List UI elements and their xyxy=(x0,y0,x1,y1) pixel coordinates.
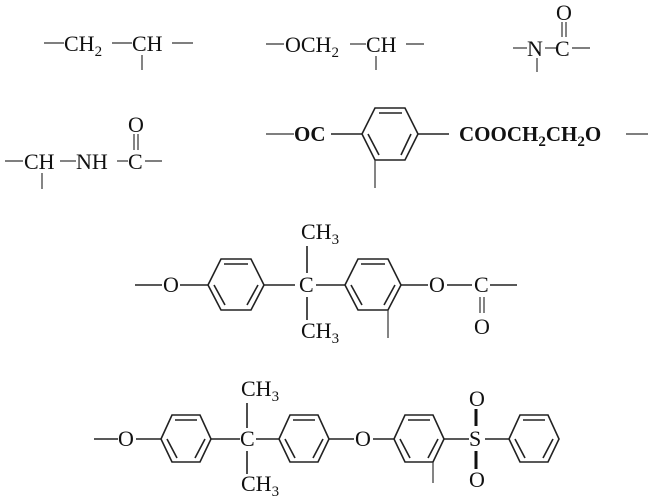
polycarbonate-unit: O CH3 C CH3 O C O xyxy=(135,219,517,347)
svg-text:O: O xyxy=(469,467,485,492)
svg-text:COOCH2CH2O: COOCH2CH2O xyxy=(459,122,601,150)
svg-text:OC: OC xyxy=(294,122,326,146)
svg-text:S: S xyxy=(469,426,481,451)
svg-text:CH2: CH2 xyxy=(64,31,102,60)
svg-text:C: C xyxy=(474,272,489,297)
polypropylene-unit: CH2 CH xyxy=(44,31,193,70)
polysulfone-unit: O CH3 C CH3 O S O O xyxy=(94,376,560,500)
svg-text:N: N xyxy=(527,36,543,61)
svg-text:C: C xyxy=(555,36,570,61)
polyamide-unit: CH NH C O xyxy=(5,112,162,189)
svg-text:C: C xyxy=(299,272,314,297)
polyoxymethylene-unit: OCH2 CH xyxy=(266,32,424,70)
svg-text:CH: CH xyxy=(366,32,397,57)
svg-text:O: O xyxy=(556,0,572,25)
amide-n-unit: N C O xyxy=(513,0,590,72)
svg-text:CH3: CH3 xyxy=(301,318,339,347)
svg-text:CH3: CH3 xyxy=(301,219,339,248)
svg-text:CH: CH xyxy=(24,149,55,174)
svg-text:O: O xyxy=(128,112,144,137)
svg-text:O: O xyxy=(118,426,134,451)
svg-text:O: O xyxy=(355,426,371,451)
svg-text:O: O xyxy=(429,272,445,297)
svg-text:CH: CH xyxy=(132,31,163,56)
svg-text:CH3: CH3 xyxy=(241,471,279,500)
svg-text:O: O xyxy=(469,386,485,411)
svg-text:O: O xyxy=(163,272,179,297)
svg-text:CH3: CH3 xyxy=(241,376,279,405)
svg-text:O: O xyxy=(474,314,490,339)
svg-text:C: C xyxy=(128,149,143,174)
polyester-unit: OC COOCH2CH2O xyxy=(266,107,648,188)
svg-text:OCH2: OCH2 xyxy=(285,32,339,61)
svg-text:NH: NH xyxy=(76,149,108,174)
svg-text:C: C xyxy=(240,426,255,451)
